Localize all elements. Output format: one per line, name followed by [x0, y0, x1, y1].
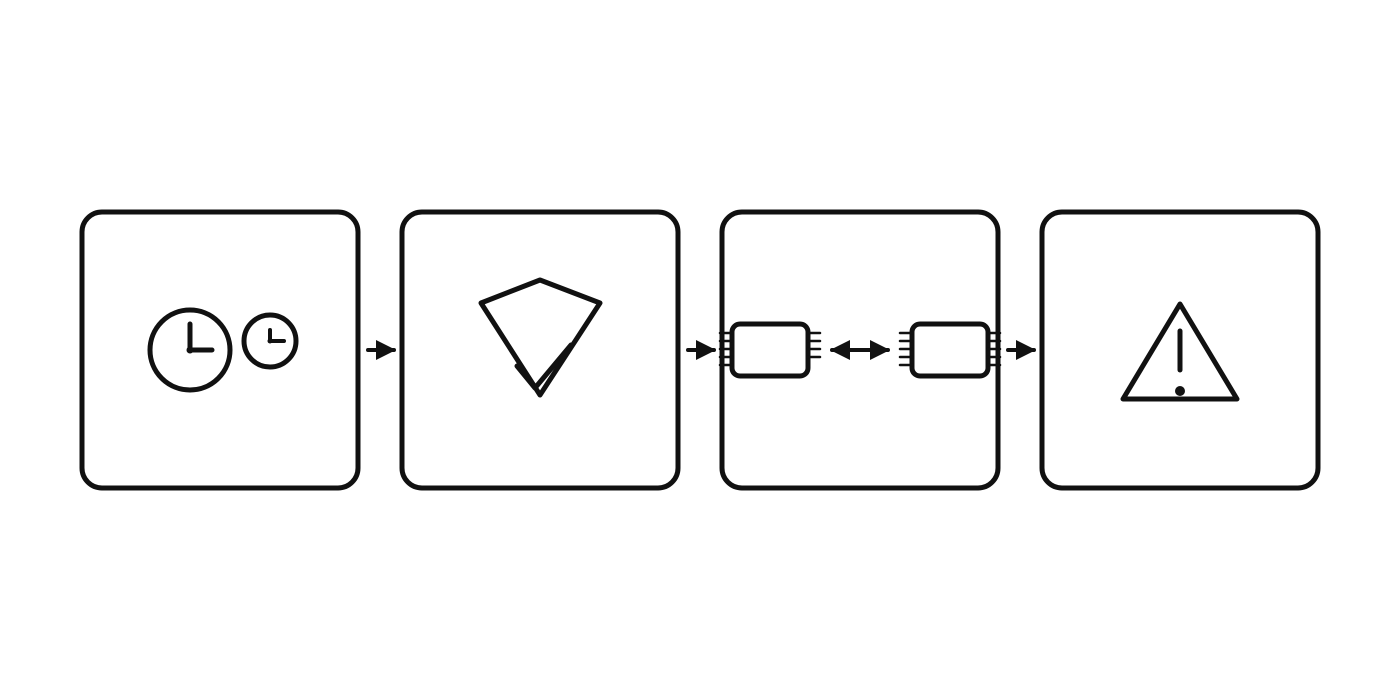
small-clock-icon [241, 312, 299, 370]
panel-clocks [79, 209, 361, 491]
chip-left-icon [718, 321, 822, 379]
chip-pair-bidirectional-icon [718, 321, 1002, 379]
warning-dot [1175, 386, 1185, 396]
warning-triangle-icon [1120, 301, 1240, 402]
large-clock-icon [147, 307, 233, 393]
chip-right-icon [898, 321, 1002, 379]
kite-check-icon [478, 277, 603, 398]
two-clocks-icon [147, 307, 299, 393]
panel-warning [1039, 209, 1321, 491]
panel-kite-check [399, 209, 681, 491]
